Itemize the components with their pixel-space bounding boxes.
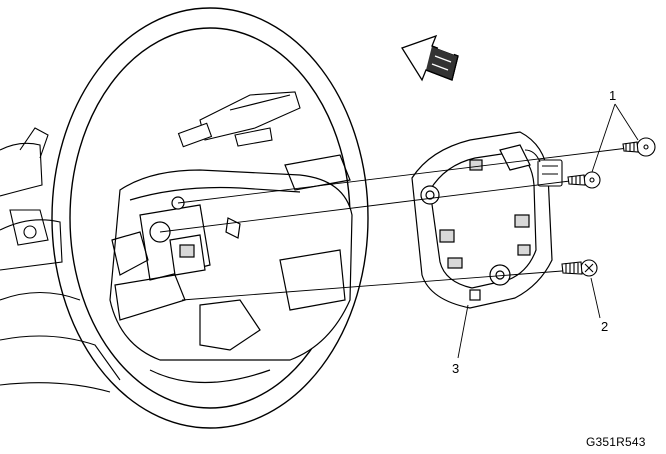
callout-leaders <box>457 103 639 359</box>
dashboard-left <box>0 127 121 393</box>
steering-wheel-hub <box>109 169 353 361</box>
bolt-icon <box>567 171 601 189</box>
figure-id: G351R543 <box>586 435 646 449</box>
callout-label: 1 <box>609 88 617 103</box>
explode-lines <box>159 147 629 301</box>
callout-label: 2 <box>601 319 609 334</box>
bolt-icon <box>622 137 656 157</box>
callout-label: 3 <box>452 361 460 376</box>
direction-arrow-icon <box>401 34 459 82</box>
column-switch-stalk <box>177 91 301 148</box>
screw-icon <box>561 259 598 277</box>
airbag-bracket <box>411 131 553 309</box>
